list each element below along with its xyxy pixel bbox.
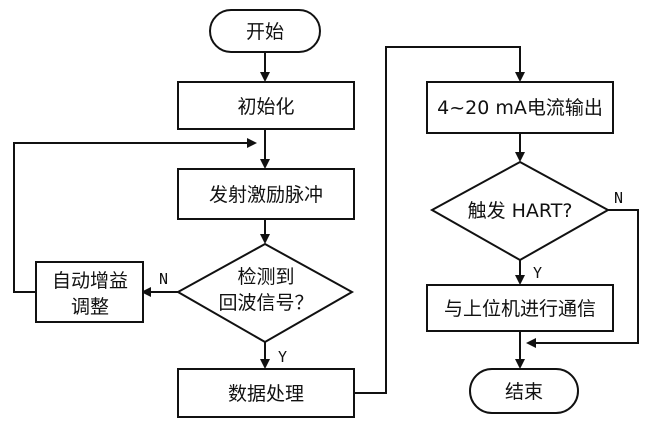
detect-decision: 检测到 回波信号？: [175, 242, 355, 344]
arrow-adjust-loop-back: [13, 138, 257, 293]
trigger-yes-label: Y: [533, 264, 542, 282]
arrow-trigger-no-merge: [526, 209, 639, 348]
detect-yes-label: Y: [278, 348, 287, 366]
comm-node: 与上位机进行通信: [426, 284, 614, 332]
process-label: 数据处理: [228, 383, 304, 405]
branch-labels: N Y N Y: [159, 189, 623, 366]
init-node: 初始化: [177, 81, 355, 130]
trigger-no-label: N: [614, 189, 623, 207]
output-node: 4~20 mA电流输出: [426, 81, 614, 134]
detect-no-label: N: [159, 270, 168, 288]
arrow-process-to-output: [354, 46, 525, 394]
trigger-decision: 触发 HART?: [429, 160, 611, 262]
end-node: 结束: [469, 368, 579, 414]
start-label: 开始: [246, 21, 284, 43]
comm-label: 与上位机进行通信: [444, 298, 596, 320]
connectors: [13, 46, 639, 394]
start-node: 开始: [209, 9, 321, 53]
init-label: 初始化: [237, 96, 294, 118]
trigger-label: 触发 HART?: [468, 200, 573, 222]
adjust-node: 自动增益 调整: [35, 261, 144, 323]
emit-node: 发射激励脉冲: [177, 168, 355, 220]
adjust-label-line2: 调整: [71, 296, 109, 318]
end-label: 结束: [505, 381, 543, 403]
output-label: 4~20 mA电流输出: [437, 97, 603, 119]
detect-label-line1: 检测到: [237, 266, 294, 288]
emit-label: 发射激励脉冲: [209, 184, 323, 206]
adjust-label-line1: 自动增益: [52, 270, 128, 292]
detect-label-line2: 回波信号？: [218, 292, 313, 314]
process-node: 数据处理: [177, 368, 355, 418]
